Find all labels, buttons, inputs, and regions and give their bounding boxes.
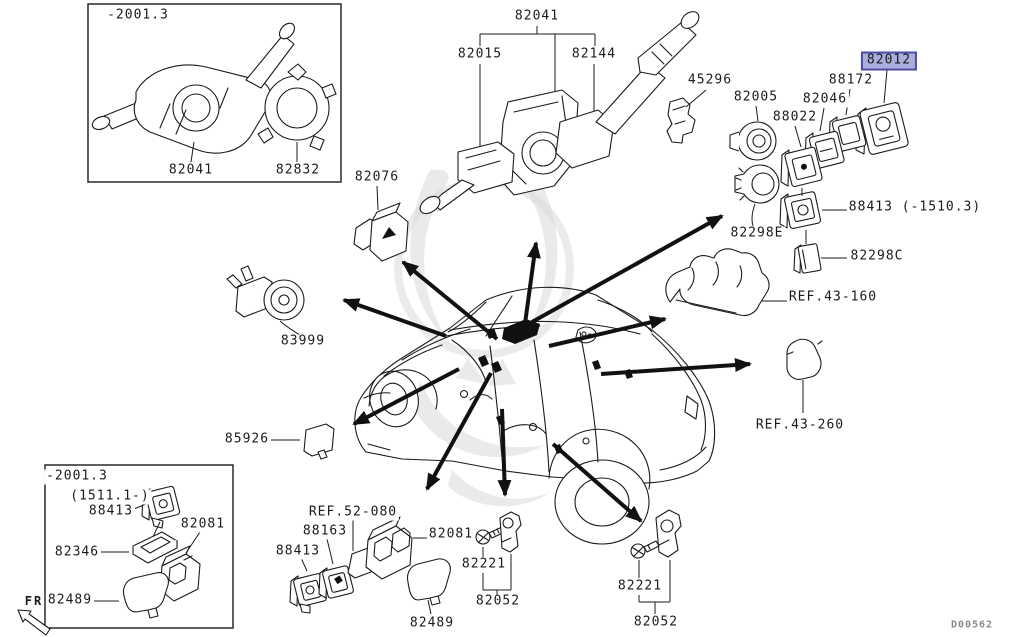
callout-82052-right[interactable]: 82052: [631, 614, 681, 631]
location-arrows: [342, 214, 752, 523]
callout-ref-43-260[interactable]: REF.43-260: [753, 417, 847, 434]
callout-82041[interactable]: 82041: [512, 8, 562, 25]
callout-82052-center[interactable]: 82052: [473, 593, 523, 610]
part-83999-drawing: [226, 265, 305, 336]
bottom-center-parts-drawing: [289, 511, 522, 615]
callout-82144[interactable]: 82144: [569, 46, 619, 63]
callout-82041-inset[interactable]: 82041: [166, 162, 216, 179]
inset-bottom-left-period: -2001.3: [44, 468, 110, 485]
callout-ref-52-080[interactable]: REF.52-080: [306, 504, 400, 521]
callout-82081-center[interactable]: 82081: [426, 526, 476, 543]
callout-82298C[interactable]: 82298C: [848, 248, 906, 265]
dash-switch-cluster-drawing: [729, 69, 909, 274]
callout-82076[interactable]: 82076: [352, 169, 402, 186]
callout-88413-center[interactable]: 88413: [273, 543, 323, 560]
callout-82221-center[interactable]: 82221: [459, 556, 509, 573]
callout-82081-inset[interactable]: 82081: [178, 516, 228, 533]
callout-82015[interactable]: 82015: [455, 46, 505, 63]
callout-83999[interactable]: 83999: [278, 333, 328, 350]
callout-82489-center[interactable]: 82489: [407, 615, 457, 632]
car-illustration: [354, 286, 716, 545]
ref-43-260-drawing: [786, 338, 823, 413]
part-45296-drawing: [666, 89, 707, 144]
callout-82005[interactable]: 82005: [731, 89, 781, 106]
part-82076-drawing: [353, 185, 409, 262]
callout-82298E[interactable]: 82298E: [728, 225, 786, 242]
part-85926-drawing: [271, 423, 335, 460]
callout-88413-inset[interactable]: 88413: [86, 503, 136, 520]
fr-direction-label: FR: [24, 594, 44, 608]
inset-top-left-period: -2001.3: [105, 7, 171, 24]
callout-88172[interactable]: 88172: [826, 72, 876, 89]
callout-88163[interactable]: 88163: [300, 523, 350, 540]
callout-85926[interactable]: 85926: [222, 431, 272, 448]
bottom-right-parts-drawing: [630, 509, 682, 614]
background-watermark: [394, 169, 574, 507]
exploded-82041-drawing: [419, 11, 700, 215]
diagram-code: D00562: [950, 619, 994, 631]
callout-82046[interactable]: 82046: [800, 91, 850, 108]
callout-82012-selected[interactable]: 82012: [860, 51, 918, 71]
callout-88022[interactable]: 88022: [770, 109, 820, 126]
fr-direction-icon: [17, 609, 51, 636]
callout-ref-43-160[interactable]: REF.43-160: [786, 289, 880, 306]
callout-45296[interactable]: 45296: [685, 72, 735, 89]
inset-column-switch-drawing: [87, 3, 342, 183]
inset-bottom-left-range: (1511.1-): [68, 488, 152, 505]
callout-82346[interactable]: 82346: [52, 544, 102, 561]
inset-bottom-left-drawing: [44, 464, 234, 629]
ref-43-160-drawing: [665, 248, 787, 317]
callout-82489-inset[interactable]: 82489: [45, 592, 95, 609]
callout-82221-right[interactable]: 82221: [615, 578, 665, 595]
callout-88413-range[interactable]: 88413 (-1510.3): [846, 199, 984, 216]
callout-82832[interactable]: 82832: [273, 162, 323, 179]
